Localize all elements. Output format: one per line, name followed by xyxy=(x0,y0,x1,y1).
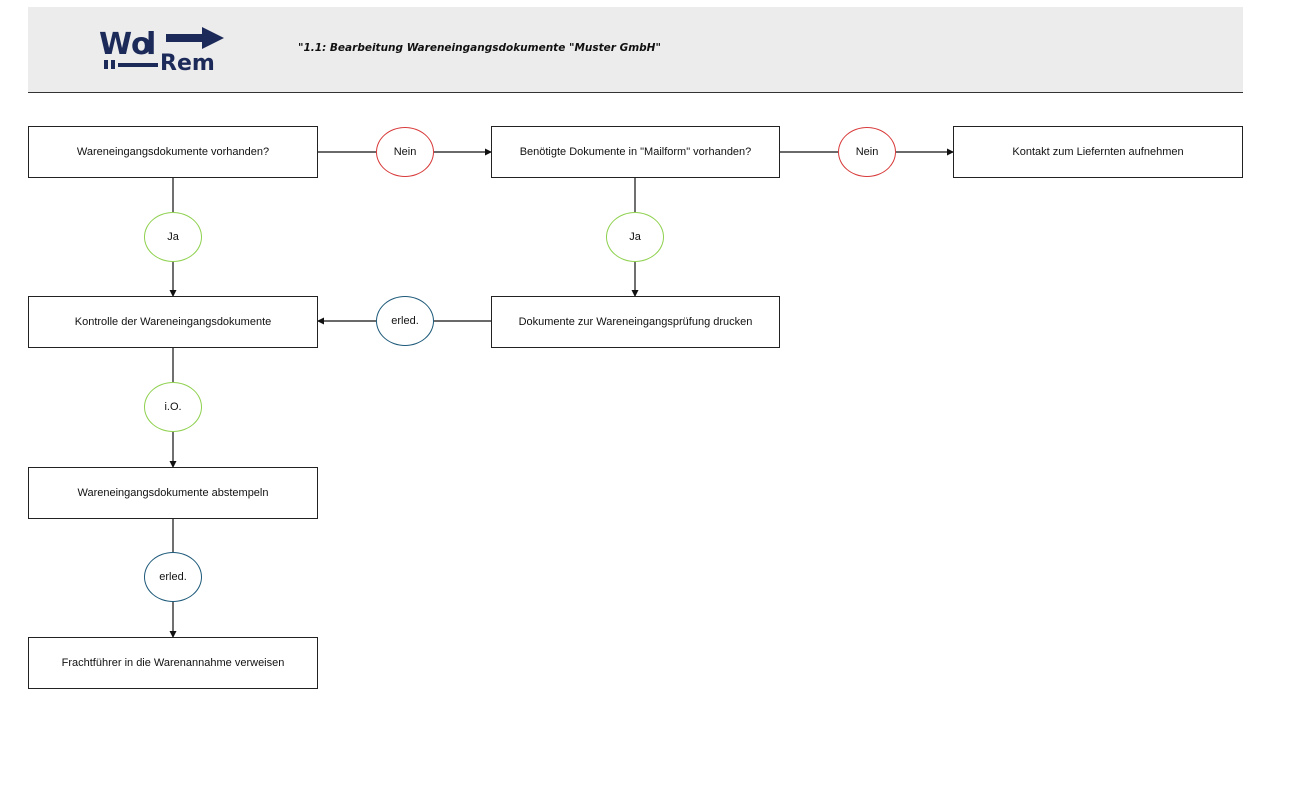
svg-text:l: l xyxy=(146,27,156,62)
node-refer-carrier: Frachtführer in die Warenannahme verweis… xyxy=(28,637,318,689)
badge-yes-2: Ja xyxy=(606,212,664,262)
badge-yes-1: Ja xyxy=(144,212,202,262)
node-check-docs: Kontrolle der Wareneingangsdokumente xyxy=(28,296,318,348)
page-title: "1.1: Bearbeitung Wareneingangsdokumente… xyxy=(298,42,661,54)
node-docs-present: Wareneingangsdokumente vorhanden? xyxy=(28,126,318,178)
badge-ok: i.O. xyxy=(144,382,202,432)
node-mailform-present: Benötigte Dokumente in "Mailform" vorhan… xyxy=(491,126,780,178)
svg-text:Rem: Rem xyxy=(160,51,215,73)
node-print-docs: Dokumente zur Wareneingangsprüfung druck… xyxy=(491,296,780,348)
header-bar: Wo l Rem "1.1: Bearbeitung Wareneingangs… xyxy=(28,7,1243,93)
node-contact-supplier: Kontakt zum Liefernten aufnehmen xyxy=(953,126,1243,178)
svg-text:Wo: Wo xyxy=(99,27,152,62)
node-stamp-docs: Wareneingangsdokumente abstempeln xyxy=(28,467,318,519)
badge-no-2: Nein xyxy=(838,127,896,177)
wolrem-logo: Wo l Rem xyxy=(99,27,224,73)
badge-done-2: erled. xyxy=(144,552,202,602)
badge-no-1: Nein xyxy=(376,127,434,177)
badge-done-1: erled. xyxy=(376,296,434,346)
